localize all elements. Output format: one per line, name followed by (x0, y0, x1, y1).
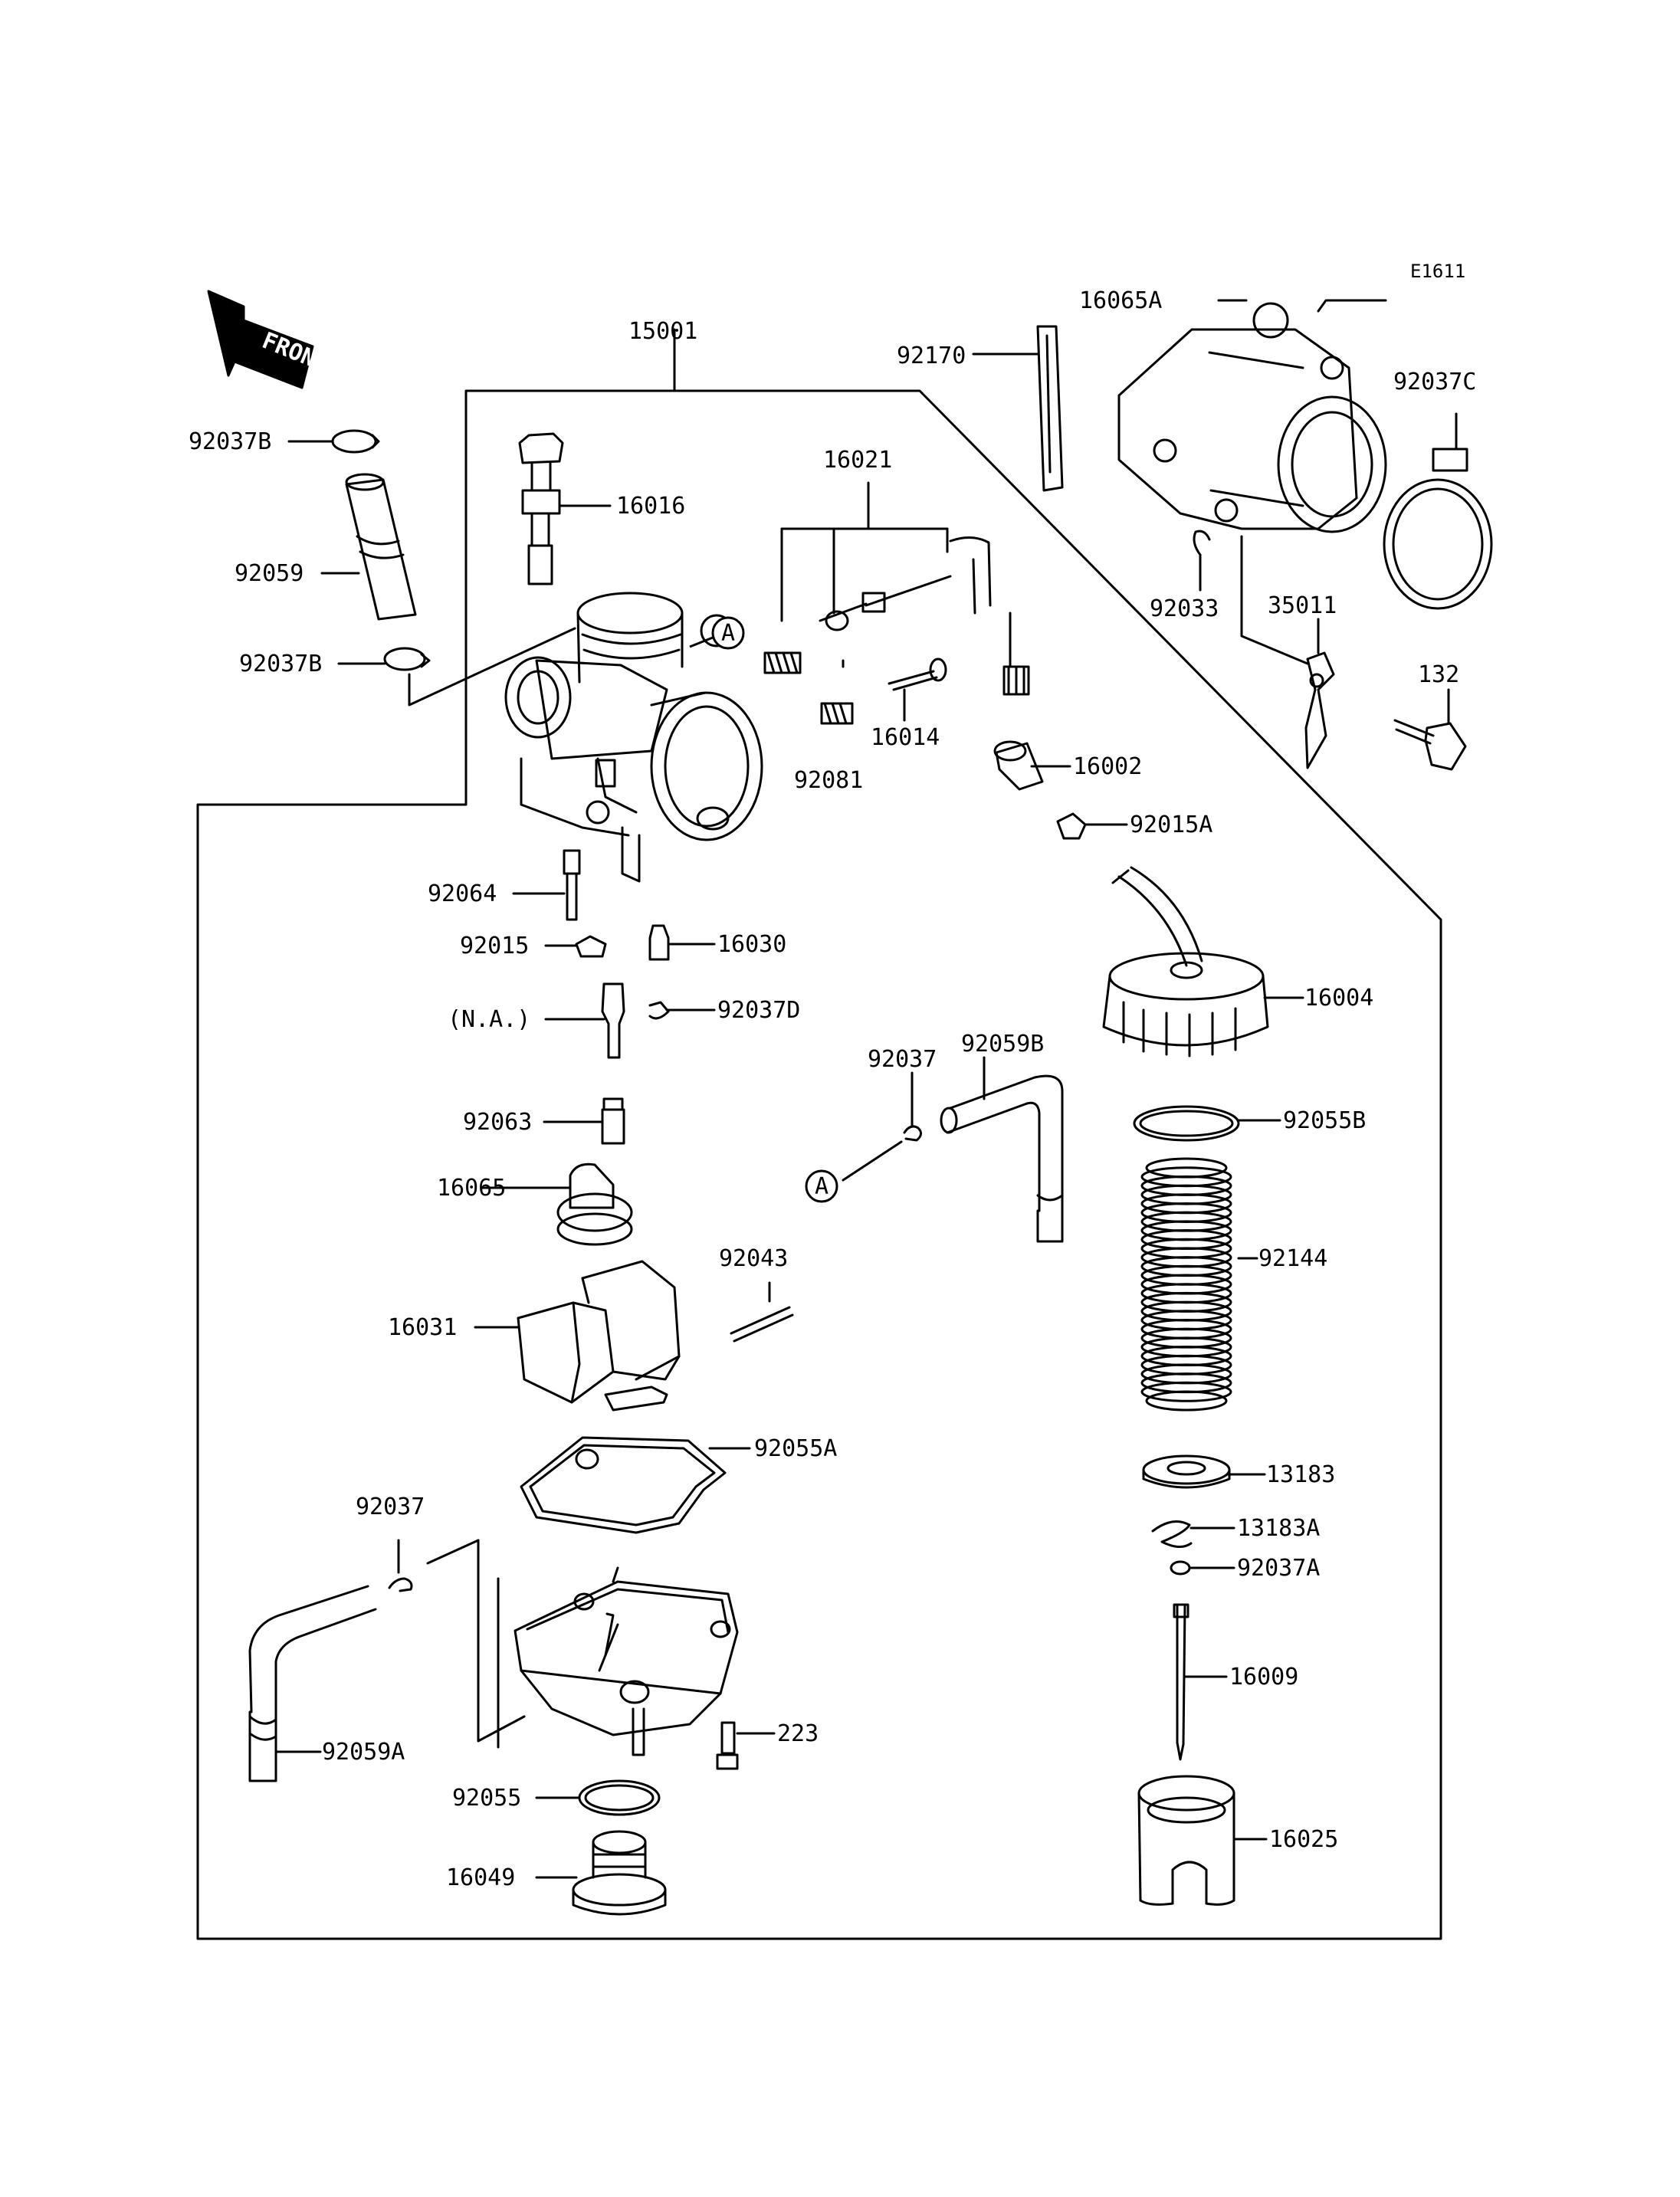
part-92144 (1140, 1157, 1232, 1412)
label-92055: 92055 (452, 1785, 521, 1812)
part-92059B (940, 1056, 1064, 1243)
part-132 (1393, 688, 1467, 771)
part-35011 (1240, 535, 1335, 769)
float-bowl (497, 1566, 739, 1756)
label-NA: (N.A.) (448, 1006, 530, 1033)
front-arrow-icon (207, 290, 314, 389)
label-16004: 16004 (1304, 985, 1373, 1012)
spring-coil (1145, 1390, 1228, 1412)
label-92059B: 92059B (961, 1031, 1044, 1058)
part-16025 (1137, 1775, 1235, 1906)
part-16065A (1117, 302, 1387, 533)
label-16031: 16031 (388, 1314, 457, 1341)
label-92033: 92033 (1150, 595, 1219, 622)
part-92081 (820, 702, 854, 725)
label-92063: 92063 (463, 1109, 532, 1136)
part-92037-mid (842, 1071, 922, 1182)
label-92015: 92015 (460, 933, 529, 959)
label-16030: 16030 (717, 931, 786, 958)
callout-A-mid: A (805, 1169, 838, 1203)
part-92055B (1133, 1105, 1240, 1142)
label-15001: 15001 (628, 318, 697, 345)
label-92037A: 92037A (1237, 1555, 1320, 1582)
label-92037B-top: 92037B (189, 428, 271, 455)
part-92037A (1170, 1560, 1191, 1576)
part-16065 (556, 1162, 633, 1246)
part-16002 (993, 740, 1044, 791)
label-92081: 92081 (794, 767, 863, 794)
label-16009: 16009 (1229, 1664, 1298, 1690)
clip-92037B-bottom (383, 647, 431, 671)
label-92015A: 92015A (1130, 812, 1212, 838)
part-92043 (730, 1306, 794, 1343)
svg-text:A: A (721, 620, 735, 647)
spring-coil (1140, 1381, 1232, 1402)
label-16025: 16025 (1269, 1826, 1338, 1853)
part-92055 (578, 1779, 661, 1816)
label-16016: 16016 (616, 493, 685, 520)
part-13183 (1142, 1454, 1231, 1489)
part-16014 (888, 657, 947, 691)
diagram-code: E1611 (1410, 261, 1465, 282)
label-92055A: 92055A (754, 1435, 837, 1462)
label-92037B-bottom: 92037B (239, 651, 322, 677)
part-92064 (563, 849, 581, 921)
part-92015A (1056, 812, 1087, 840)
clip-92037B-top (331, 429, 380, 454)
label-16065A: 16065A (1079, 287, 1162, 314)
svg-text:A: A (815, 1173, 829, 1200)
label-92037-low: 92037 (356, 1494, 425, 1520)
label-92055B: 92055B (1283, 1107, 1366, 1134)
part-92037-low (388, 1577, 413, 1592)
label-16002: 16002 (1073, 753, 1142, 780)
callout-A-top: A (689, 616, 745, 650)
hose-92059 (345, 473, 417, 621)
label-92037D: 92037D (717, 997, 800, 1024)
part-16004 (1102, 866, 1269, 1058)
part-13183A (1151, 1520, 1193, 1548)
part-223 (716, 1721, 739, 1770)
part-92037D (648, 1001, 670, 1020)
part-92059A (248, 1585, 377, 1782)
part-92063 (601, 1097, 625, 1145)
label-35011: 35011 (1268, 592, 1337, 619)
label-13183A: 13183A (1237, 1515, 1320, 1542)
label-92043: 92043 (719, 1245, 788, 1272)
part-16009 (1173, 1603, 1189, 1761)
part-92037C (1383, 412, 1493, 610)
label-92059A: 92059A (322, 1739, 405, 1766)
part-16031 (517, 1260, 681, 1412)
part-16030 (648, 924, 670, 961)
assembly-outline (196, 389, 1442, 1940)
label-92037-mid: 92037 (868, 1046, 937, 1073)
part-16016 (518, 432, 564, 585)
part-16049 (572, 1830, 667, 1916)
part-92055A (520, 1436, 727, 1534)
part-92015 (575, 935, 607, 958)
part-16021-washer (825, 610, 849, 631)
label-92170: 92170 (897, 343, 966, 369)
label-16065: 16065 (437, 1175, 506, 1202)
part-cable-adjuster (1002, 612, 1030, 696)
label-92144: 92144 (1258, 1245, 1327, 1272)
label-92037C: 92037C (1393, 369, 1476, 395)
label-92064: 92064 (428, 880, 497, 907)
label-16014: 16014 (871, 724, 940, 751)
part-16021-cable (819, 536, 992, 622)
part-92170 (1036, 325, 1064, 492)
label-16049: 16049 (446, 1864, 515, 1891)
label-13183: 13183 (1266, 1461, 1335, 1488)
part-92033 (1193, 530, 1211, 592)
part-NA (601, 982, 625, 1059)
label-16021: 16021 (823, 447, 892, 474)
label-132: 132 (1418, 661, 1459, 688)
part-16021-spring (763, 651, 802, 674)
label-223: 223 (777, 1720, 819, 1747)
label-92059: 92059 (235, 560, 304, 587)
